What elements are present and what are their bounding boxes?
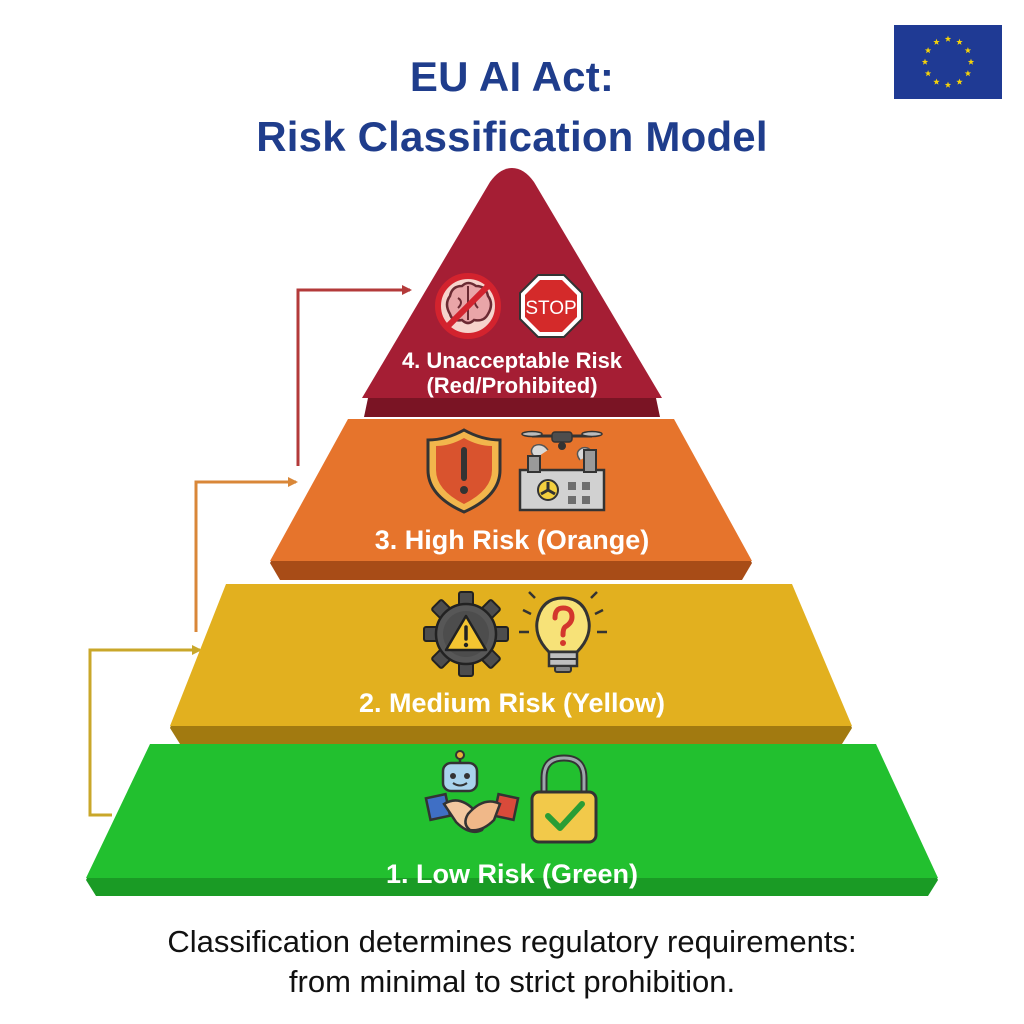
no-brain-icon [435,273,501,339]
eu-star-icon [967,58,975,65]
eu-star-icon [964,47,972,54]
eu-star-icon [921,58,929,65]
caption-line-1: Classification determines regulatory req… [167,924,857,959]
tier-high: 3. High Risk (Orange) [270,419,752,580]
tier-high-label: 3. High Risk (Orange) [375,525,650,555]
eu-star-icon [964,70,972,77]
eu-star-icon [944,35,952,42]
eu-star-icon [956,78,963,85]
arrow-low-to-medium [88,645,202,817]
eu-star-icon [933,78,940,85]
eu-star-icon [924,47,932,54]
arrow-medium-to-high [194,477,298,632]
eu-star-icon [944,81,952,88]
eu-star-icon [956,38,963,45]
caption-line-2: from minimal to strict prohibition. [288,964,736,999]
stop-sign-text: STOP [525,298,576,319]
drone-factory-icon [518,430,606,512]
gear-warning-icon [423,591,509,677]
shield-alert-icon [426,428,502,514]
eu-flag-icon [894,25,1002,99]
tier-low: 1. Low Risk (Green) [86,744,938,896]
tier-low-label: 1. Low Risk (Green) [386,859,638,889]
title-line-2: Risk Classification Model [256,113,768,160]
robot-handshake-icon [424,750,520,833]
tier-unacceptable-sublabel: (Red/Prohibited) [426,373,597,398]
arrow-high-to-unacceptable [296,285,412,466]
tier-medium: 2. Medium Risk (Yellow) [170,584,852,744]
tier-unacceptable: STOP 4. Unacceptable Risk (Red/Prohibite… [362,168,662,417]
padlock-check-icon [530,754,598,844]
lightbulb-question-icon [519,591,607,673]
title-line-1: EU AI Act: [409,53,615,100]
eu-star-icon [933,38,940,45]
tier-medium-label: 2. Medium Risk (Yellow) [359,688,665,718]
eu-star-icon [924,70,932,77]
stop-sign-icon: STOP [519,274,583,338]
tier-unacceptable-label: 4. Unacceptable Risk [402,348,623,373]
